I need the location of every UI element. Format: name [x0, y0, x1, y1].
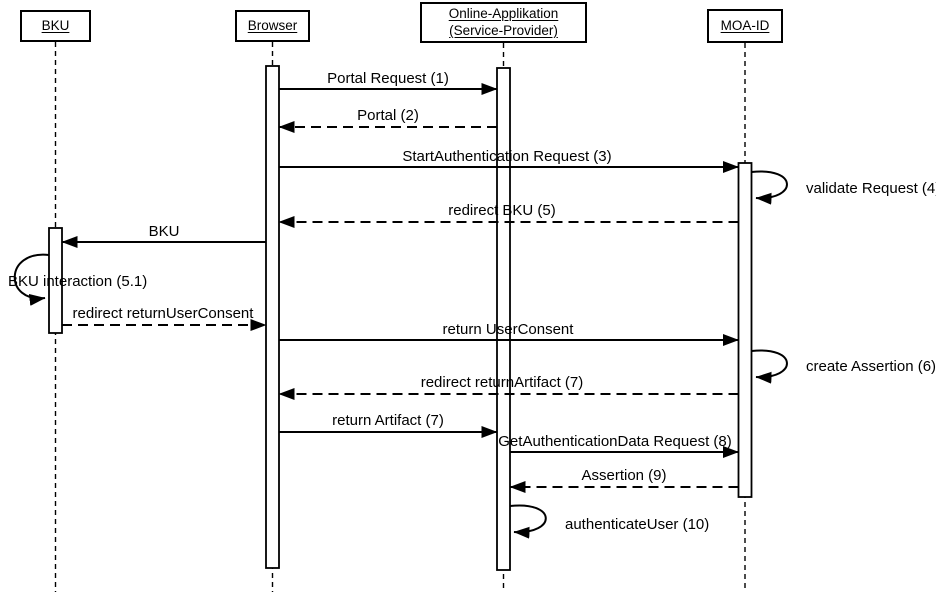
self-loop-bku-interaction [13, 253, 50, 306]
message-label-portal: Portal (2) [357, 107, 419, 124]
message-label-redirect-bku: redirect BKU (5) [448, 202, 556, 219]
participant-browser-label: Browser [247, 17, 298, 33]
message-label-create-assertion: create Assertion (6) [806, 358, 936, 375]
message-label-bku-interaction: BKU interaction (5.1) [8, 273, 147, 290]
message-label-authenticate-user: authenticateUser (10) [565, 516, 709, 533]
activation-bar-bku [48, 227, 63, 334]
participant-browser: Browser [235, 10, 310, 42]
activation-bar-moa-id [737, 162, 753, 498]
message-label-start-authentication-request: StartAuthentication Request (3) [402, 148, 611, 165]
message-label-validate-request: validate Request (4) [806, 180, 936, 197]
self-loop-validate-request [751, 170, 788, 205]
participant-online-app: Online-Applikation (Service-Provider) [420, 2, 587, 43]
message-label-get-authentication-data-request: GetAuthenticationData Request (8) [498, 433, 731, 450]
participant-moa-id: MOA-ID [707, 9, 783, 43]
message-label-redirect-return-user-consent: redirect returnUserConsent [73, 305, 255, 322]
participant-bku-label: BKU [41, 17, 70, 33]
self-loop-authenticate-user [509, 504, 547, 539]
message-label-redirect-return-artifact: redirect returnArtifact (7) [421, 374, 584, 391]
message-label-return-artifact: return Artifact (7) [332, 412, 444, 429]
activation-bar-online-app [496, 67, 511, 571]
self-loop-create-assertion [751, 349, 788, 384]
message-label-bku: BKU [149, 223, 180, 240]
participant-online-app-label: Online-Applikation (Service-Provider) [448, 5, 559, 38]
participant-moa-id-label: MOA-ID [720, 17, 770, 33]
message-label-portal-request: Portal Request (1) [327, 70, 449, 87]
participant-bku: BKU [20, 10, 91, 42]
message-label-assertion: Assertion (9) [581, 467, 666, 484]
message-label-return-user-consent: return UserConsent [443, 321, 575, 338]
activation-bar-browser [265, 65, 280, 569]
